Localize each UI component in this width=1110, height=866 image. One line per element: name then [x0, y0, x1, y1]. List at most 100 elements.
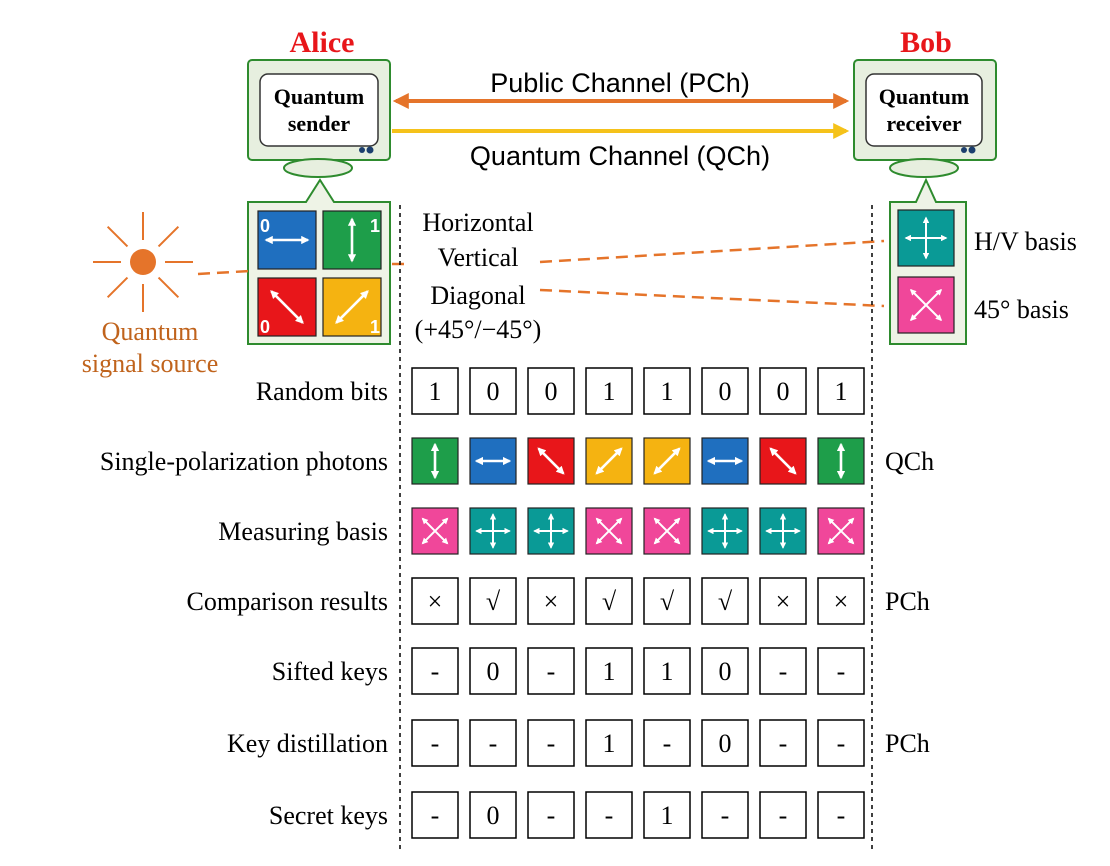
table-row: Secret keys-0--1---: [269, 791, 865, 839]
diagonal-basis-arrow-b: [421, 517, 449, 545]
state-bit-label: 1: [370, 216, 380, 236]
table-cell: [411, 791, 459, 839]
alice-computer: Alice Quantum sender: [247, 26, 391, 178]
alice-label: Alice: [290, 26, 355, 59]
table-cell: [643, 367, 691, 415]
diagonal-minus45-arrow: [270, 290, 304, 324]
icon-background: [585, 507, 633, 555]
diagonal-plus45-arrow: [335, 290, 369, 324]
vertical-icon: [817, 437, 865, 485]
source-label-line1: Quantum: [102, 317, 199, 346]
table-cell: [469, 577, 517, 625]
table-cell: [469, 367, 517, 415]
table-row: Key distillation---1-0--PCh: [227, 719, 930, 767]
alice-power-led: [366, 146, 374, 154]
bob-monitor-stand: [889, 158, 959, 178]
diagonal-label: Diagonal: [430, 281, 525, 310]
public-channel-label: Public Channel (PCh): [490, 68, 750, 98]
table-cell: [411, 367, 459, 415]
table-cell: [817, 791, 865, 839]
minus45-icon: [759, 437, 807, 485]
hv-icon: [897, 209, 955, 267]
vertical-label: Vertical: [438, 243, 519, 272]
icon-background: [585, 437, 633, 485]
minus45-icon: [527, 437, 575, 485]
table-cell: [585, 367, 633, 415]
cell-value: 1: [603, 657, 616, 686]
alice-power-led: [359, 147, 365, 153]
cell-value: √: [718, 587, 733, 616]
sun-icon: [93, 212, 193, 312]
cell-value: ×: [776, 587, 791, 616]
table-cell: [759, 577, 807, 625]
cell-value: 1: [835, 377, 848, 406]
diagonal-link-dashed: [539, 288, 885, 308]
bob-monitor-screen: [865, 73, 983, 147]
table-cell: [701, 647, 749, 695]
cell-value: 0: [487, 657, 500, 686]
table-cell: [643, 577, 691, 625]
cell-value: 0: [487, 377, 500, 406]
cell-value: √: [660, 587, 675, 616]
cell-value: 1: [661, 801, 674, 830]
source-core: [130, 249, 156, 275]
row-channel-label: PCh: [885, 729, 930, 758]
cell-value: -: [837, 729, 846, 758]
table-cell: [469, 647, 517, 695]
state-bit-label: 0: [260, 317, 270, 337]
cell-value: -: [721, 801, 730, 830]
diagonal-minus45-arrow: [769, 447, 797, 475]
state-bit-label: 1: [370, 317, 380, 337]
source-beam: [197, 269, 251, 276]
cell-value: 1: [661, 657, 674, 686]
hv-icon: [759, 507, 807, 555]
alice-device-line1: Quantum: [274, 84, 364, 109]
table-cell: [759, 791, 807, 839]
bob-basis-grid: [897, 209, 955, 334]
horizontal-icon: [469, 437, 517, 485]
alice-monitor-stand: [283, 158, 353, 178]
cell-value: -: [779, 801, 788, 830]
vertical-icon: [411, 437, 459, 485]
cell-value: -: [779, 729, 788, 758]
table-cell: [411, 647, 459, 695]
table-cell: [817, 367, 865, 415]
table-cell: [411, 577, 459, 625]
diagonal-angles-label: (+45°/−45°): [415, 315, 542, 344]
cell-value: ×: [544, 587, 559, 616]
cell-value: ×: [428, 587, 443, 616]
source-label-line2: signal source: [82, 349, 218, 378]
channels: Public Channel (PCh) Quantum Channel (QC…: [392, 68, 850, 171]
table-row: Comparison results×√×√√√××PCh: [187, 577, 930, 625]
diagonal-icon: [585, 507, 633, 555]
table-cell: [817, 719, 865, 767]
table-cell: [643, 719, 691, 767]
cell-value: -: [431, 657, 440, 686]
bob-power-led: [968, 146, 976, 154]
sun-ray: [157, 225, 180, 248]
table-cell: [585, 577, 633, 625]
horizontal-icon: [701, 437, 749, 485]
cell-value: 1: [429, 377, 442, 406]
alice-monitor-screen: [259, 73, 379, 147]
table-cell: [643, 647, 691, 695]
sun-ray: [106, 225, 129, 248]
cell-value: √: [602, 587, 617, 616]
cell-value: 0: [719, 657, 732, 686]
table-cell: [527, 719, 575, 767]
diagonal-basis-label: 45° basis: [974, 295, 1069, 324]
diagonal-icon: [411, 507, 459, 555]
table-cell: [585, 719, 633, 767]
diagonal-basis-arrow-b: [909, 288, 943, 322]
diagonal-minus45-arrow: [537, 447, 565, 475]
cell-value: -: [547, 801, 556, 830]
diagonal-basis-arrow-b: [653, 517, 681, 545]
cell-value: 1: [661, 377, 674, 406]
table-cell: [469, 719, 517, 767]
diagonal-basis-arrow-b: [595, 517, 623, 545]
row-channel-label: PCh: [885, 587, 930, 616]
quantum-signal-source: Quantum signal source: [82, 212, 251, 378]
row-channel-label: QCh: [885, 447, 934, 476]
